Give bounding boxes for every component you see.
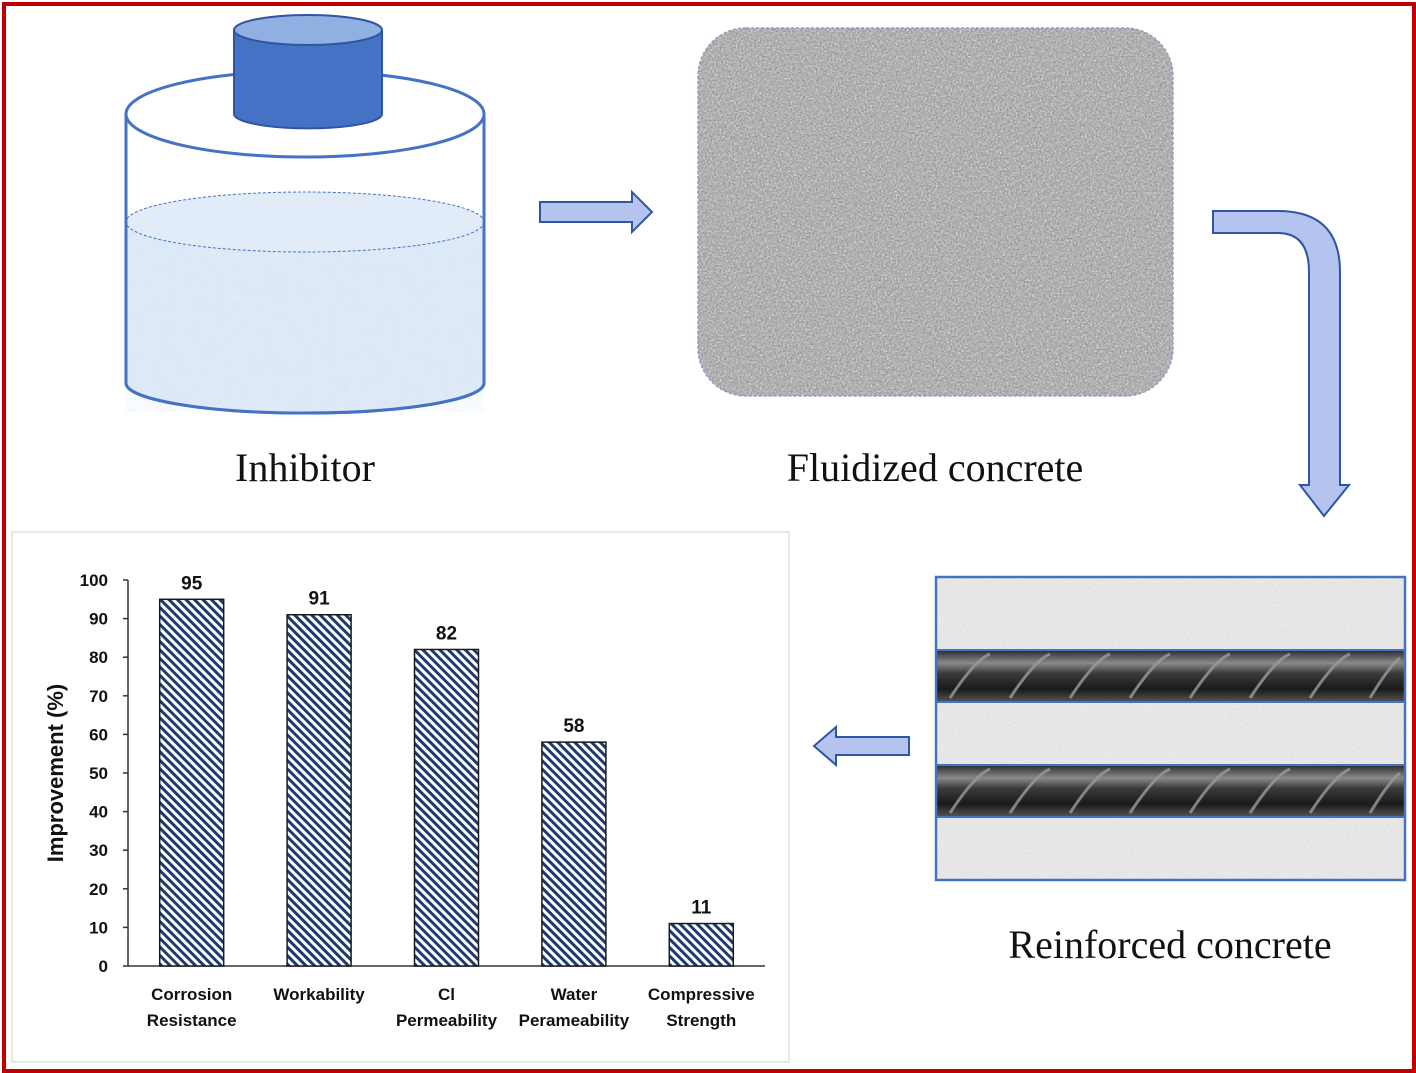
y-tick-label: 70: [89, 687, 108, 706]
y-tick-label: 0: [99, 957, 108, 976]
data-label: 82: [436, 623, 457, 644]
y-tick-label: 50: [89, 764, 108, 783]
x-tick-label: Resistance: [147, 1011, 237, 1030]
x-tick-label: Corrosion: [151, 985, 232, 1004]
y-axis-label: Improvement (%): [43, 684, 68, 862]
x-tick-label: Cl: [438, 985, 455, 1004]
inhibitor-label: Inhibitor: [235, 445, 375, 490]
x-tick-label: Compressive: [648, 985, 755, 1004]
y-tick-label: 30: [89, 841, 108, 860]
data-label: 11: [691, 898, 712, 919]
data-label: 91: [309, 589, 331, 610]
arrow-left-icon: [812, 724, 910, 768]
reinforced-concrete-block: [934, 575, 1407, 882]
reinforced-label: Reinforced concrete: [1008, 922, 1331, 967]
x-tick-label: Perameability: [519, 1011, 630, 1030]
bar: [413, 648, 480, 967]
data-label: 58: [563, 716, 584, 737]
x-tick-label: Water: [551, 985, 598, 1004]
chart-panel: [11, 531, 790, 1063]
y-tick-label: 100: [80, 571, 108, 590]
y-tick-label: 80: [89, 648, 108, 667]
y-tick-label: 20: [89, 880, 108, 899]
bar: [668, 922, 735, 967]
x-tick-label: Workability: [273, 985, 365, 1004]
y-tick-label: 60: [89, 725, 108, 744]
fluidized-label: Fluidized concrete: [787, 445, 1084, 490]
data-label: 95: [181, 573, 203, 594]
bar: [158, 598, 225, 967]
beaker-icon: [124, 14, 486, 415]
x-tick-label: Strength: [666, 1011, 736, 1030]
rebar-icon: [935, 649, 1406, 703]
x-tick-label: Permeability: [396, 1011, 498, 1030]
y-tick-label: 10: [89, 918, 108, 937]
bar: [286, 613, 352, 967]
y-tick-label: 90: [89, 610, 108, 629]
concrete-texture: [697, 27, 1174, 397]
y-tick-label: 40: [89, 803, 108, 822]
arrow-bent-down-icon: [1212, 210, 1352, 518]
rebar-icon: [935, 764, 1406, 818]
arrow-right-icon: [539, 189, 654, 235]
bar: [541, 741, 607, 967]
